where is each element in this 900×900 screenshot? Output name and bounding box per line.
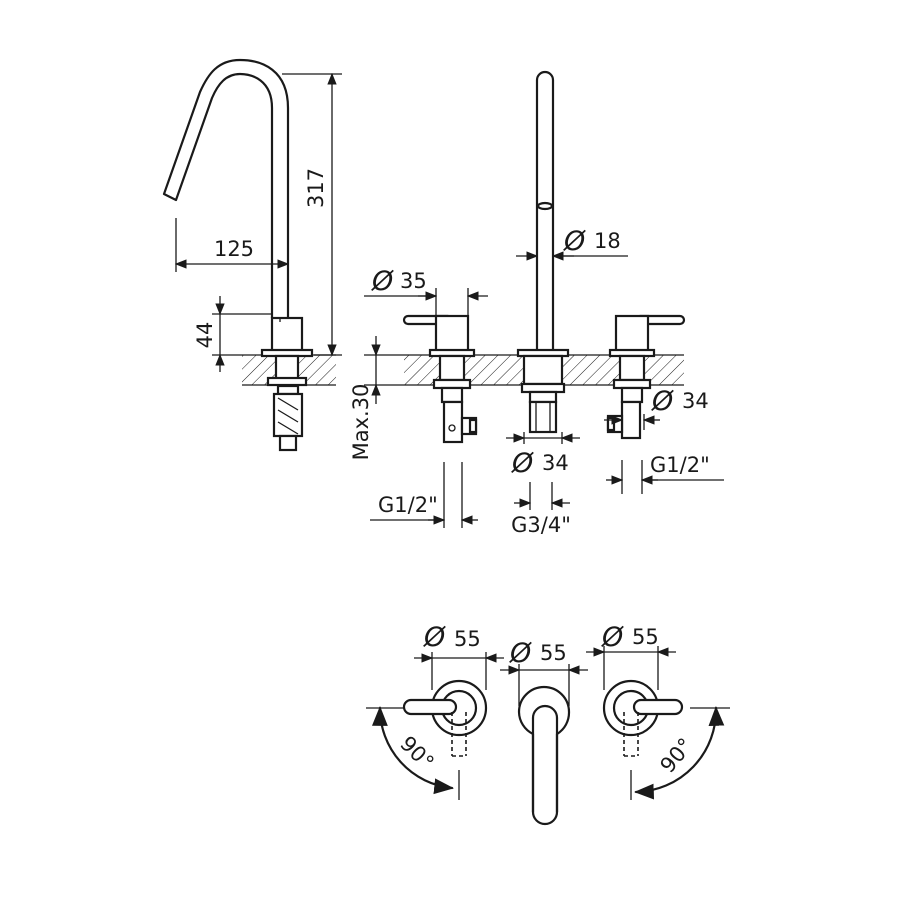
right-valve-top: 90° [602,679,730,800]
rotation-right: 90° [655,734,697,778]
dim-connection-center: G3/4" [511,513,571,537]
diameter-symbol: Ø [509,638,532,669]
diameter-symbol: Ø [563,226,586,257]
top-view: 90° 90° Ø 55 [366,622,730,826]
diameter-symbol: Ø [371,266,394,297]
body-side [270,316,304,354]
dim-escutcheon-center: 55 [540,641,567,665]
dim-spout-reach: 125 [214,237,254,261]
left-valve-top: 90° [366,679,488,800]
dim-escutcheon-left: 55 [454,627,481,651]
diameter-symbol: Ø [651,386,674,417]
spout-side [162,58,290,320]
diameter-symbol: Ø [423,622,446,653]
rotation-left: 90° [395,731,438,774]
diameter-symbol: Ø [601,622,624,653]
dim-deck-thickness: Max.30 [349,384,373,461]
dim-connection-right: G1/2" [650,453,710,477]
dim-body-diameter-right: 34 [682,389,709,413]
dim-handle-diameter: 35 [400,269,427,293]
diameter-symbol: Ø [511,448,534,479]
spout-top [517,685,571,826]
dim-escutcheon-right: 55 [632,625,659,649]
spout-front [516,70,570,434]
front-view: Ø 35 Ø 18 Ø 34 Ø 34 G1/2" G3/ [364,70,724,537]
dim-spout-diameter: 18 [594,229,621,253]
dim-spout-height: 317 [304,168,328,208]
side-view: 317 125 44 Max.30 [162,58,404,461]
left-handle-front [402,314,478,444]
dim-body-diameter-left: 34 [542,451,569,475]
dim-body-height: 44 [193,322,217,349]
right-handle-front [606,314,686,440]
dim-connection-left: G1/2" [378,493,438,517]
